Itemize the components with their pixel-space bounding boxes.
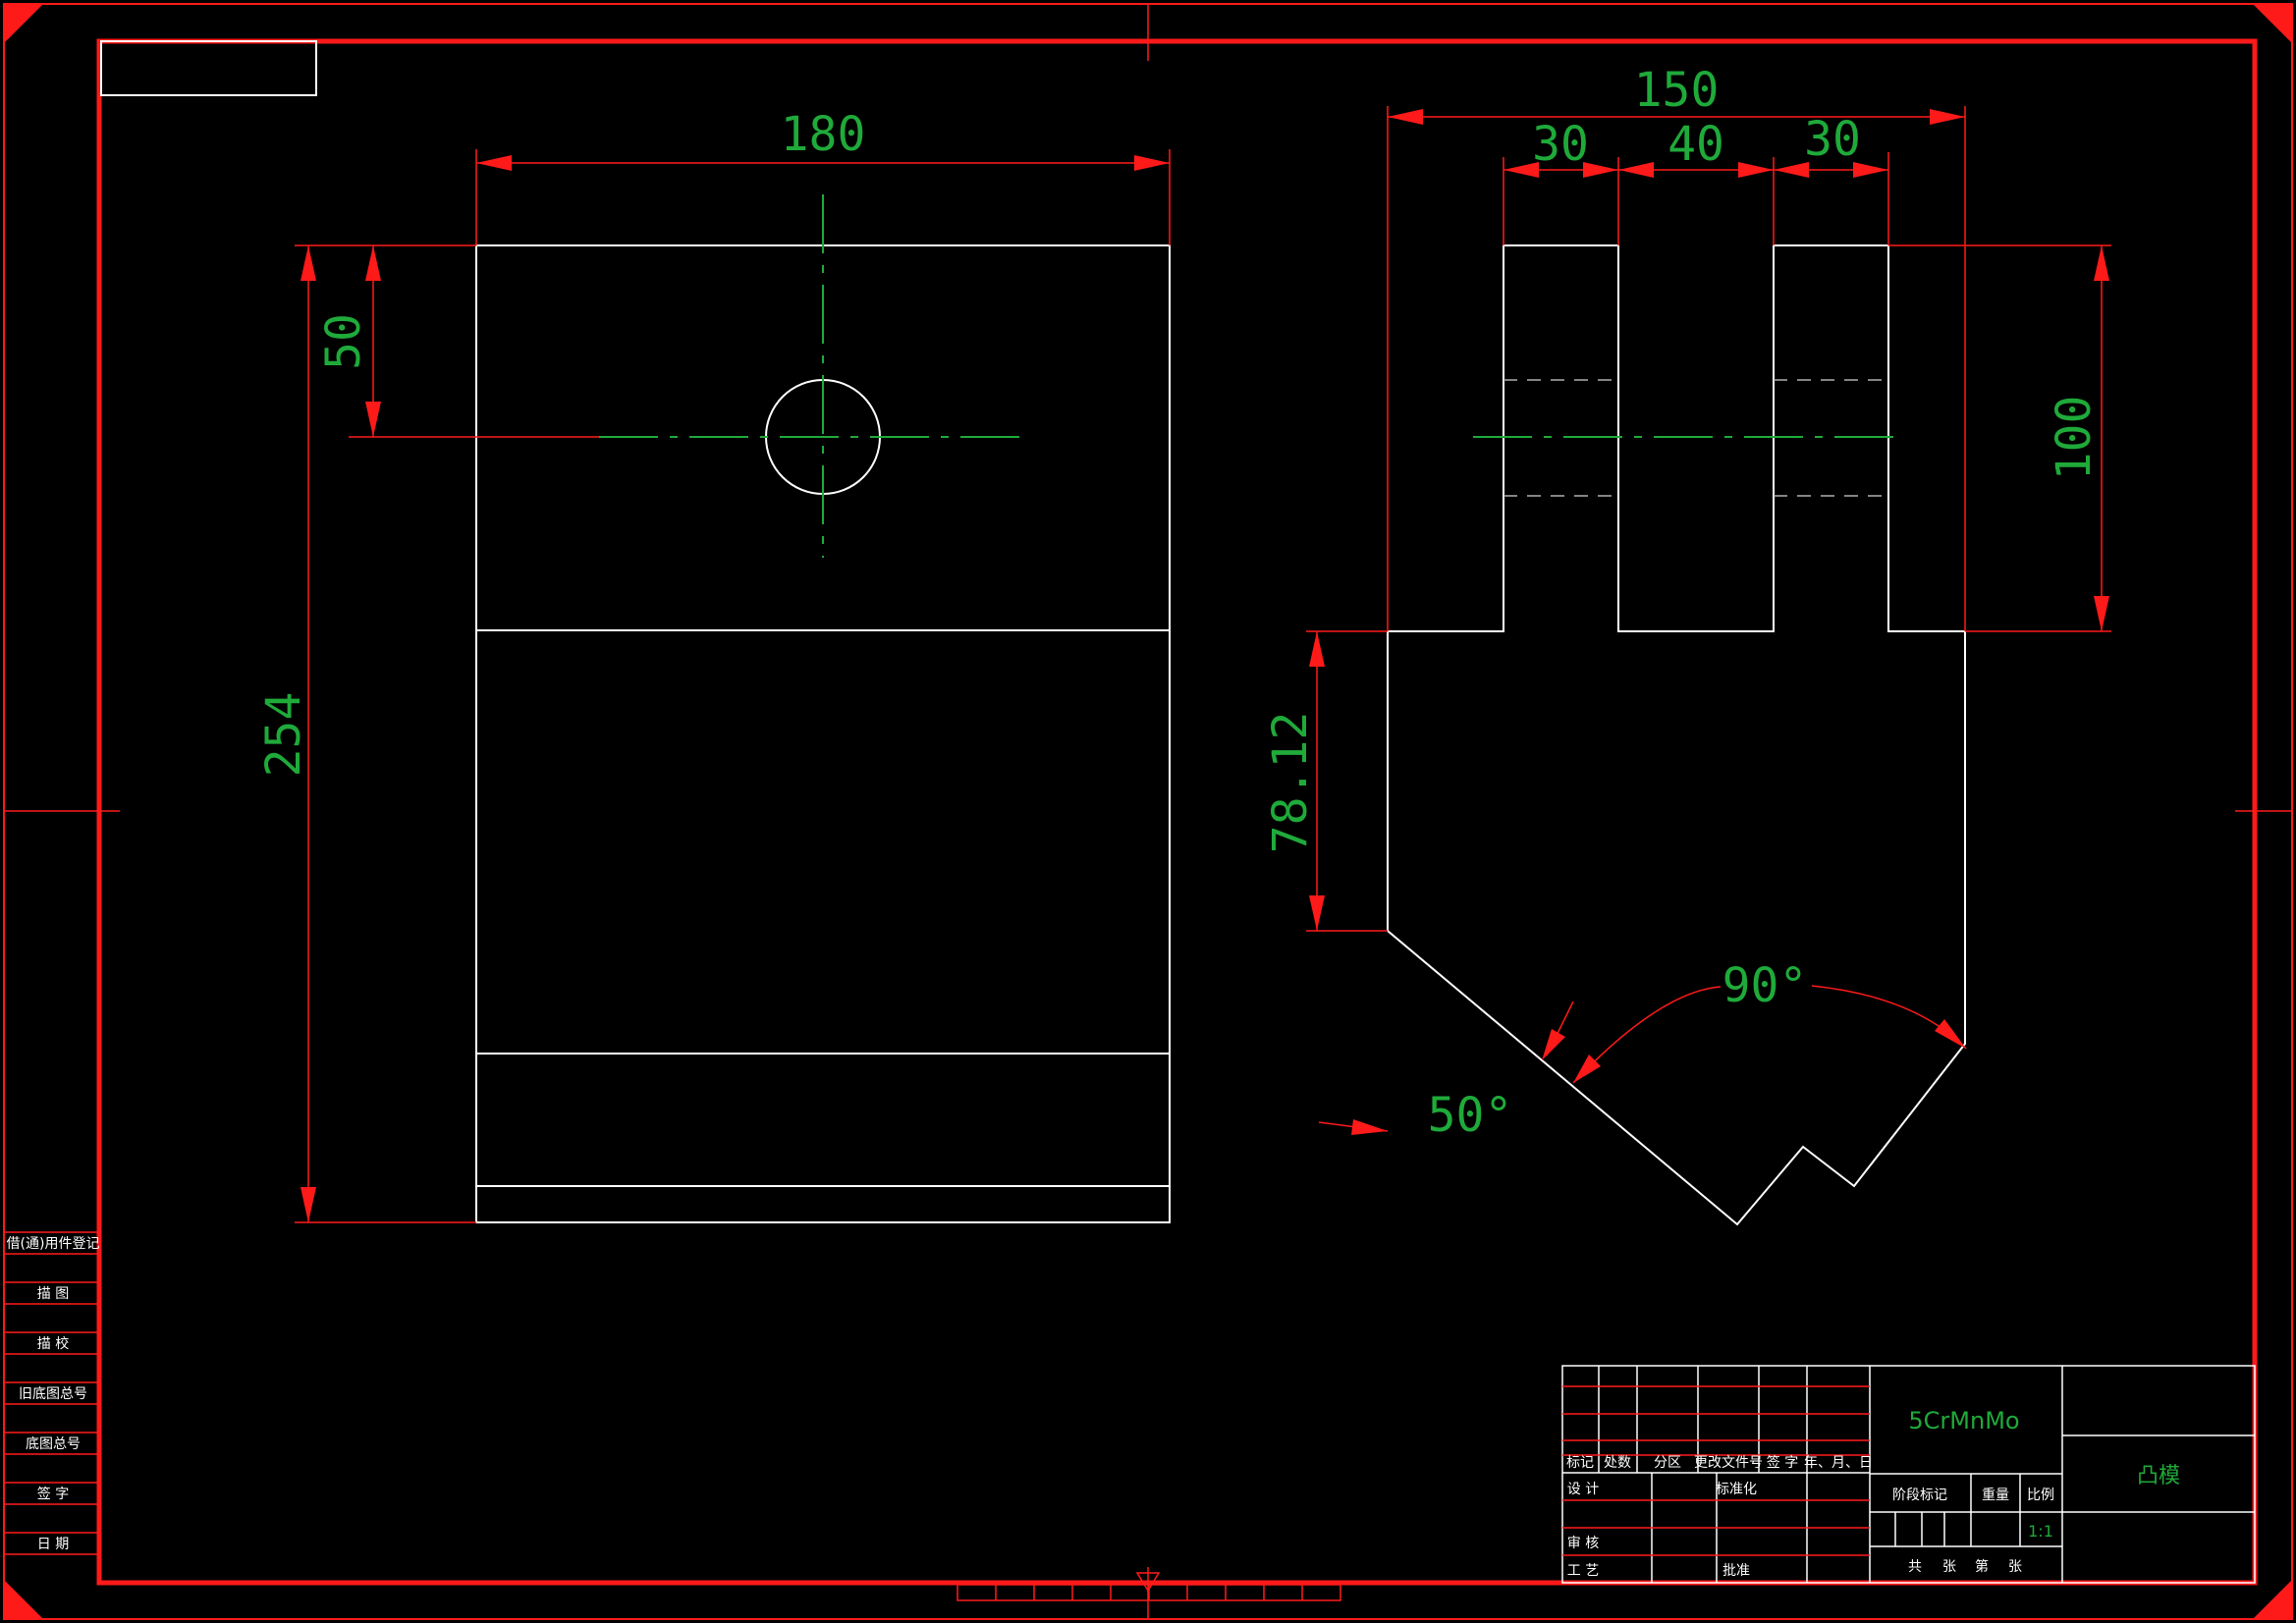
tb-sheets-total: 共	[1908, 1559, 1922, 1575]
tb-scale-label: 比例	[2027, 1488, 2054, 1503]
front-view-dimensions: 180 254 50	[256, 107, 1171, 1223]
dim-slot-left: 30	[1532, 117, 1589, 172]
dim-v-angle: 90°	[1722, 958, 1808, 1013]
side-register-table: 借(通)用件登记 描 图 描 校 旧底图总号 底图总号 签 字 日 期	[4, 1231, 100, 1555]
tb-col-change-doc: 更改文件号	[1694, 1455, 1763, 1471]
dim-body-height: 78.12	[1263, 712, 1318, 854]
tb-process: 工 艺	[1567, 1563, 1599, 1579]
tb-col-date: 年、月、日	[1804, 1455, 1873, 1471]
tb-review: 审 核	[1567, 1536, 1599, 1551]
dim-front-width: 180	[781, 107, 866, 162]
dim-side-width: 150	[1634, 63, 1720, 118]
tb-part-name: 凸模	[2137, 1464, 2180, 1488]
side-label-check: 描 校	[37, 1335, 69, 1352]
tb-col-signature: 签 字	[1767, 1454, 1798, 1471]
tb-sheets-index: 第	[1975, 1558, 1989, 1575]
side-label-trace: 描 图	[37, 1286, 69, 1302]
side-view	[1387, 244, 1966, 1226]
front-view	[475, 194, 1171, 1223]
side-label-old-number: 旧底图总号	[19, 1386, 87, 1402]
tb-design: 设 计	[1567, 1482, 1599, 1497]
dim-slot-right: 30	[1804, 112, 1861, 167]
dim-hole-offset: 50	[316, 313, 371, 370]
tb-sheets-unit-2: 张	[2008, 1559, 2022, 1575]
dim-slot-middle: 40	[1667, 117, 1724, 172]
tb-approve: 批准	[1722, 1563, 1750, 1579]
title-block: 标记 处数 分区 更改文件号 签 字 年、月、日 设 计 标准化 审 核 工 艺…	[1561, 1365, 2256, 1584]
tb-col-zone: 分区	[1654, 1455, 1681, 1471]
sheet-frame	[3, 3, 2293, 1620]
side-label-date: 日 期	[37, 1537, 69, 1552]
tb-weight: 重量	[1982, 1488, 2009, 1503]
tb-scale-value: 1:1	[2028, 1522, 2053, 1541]
dim-slot-depth: 100	[2047, 396, 2102, 481]
side-label-borrow: 借(通)用件登记	[7, 1236, 100, 1252]
tb-col-mark: 标记	[1566, 1455, 1594, 1471]
side-label-base-number: 底图总号	[26, 1436, 81, 1452]
side-label-signature: 签 字	[37, 1486, 69, 1502]
side-view-outline	[1387, 244, 1966, 1226]
tb-material: 5CrMnMo	[1908, 1407, 2019, 1434]
tb-sheets-unit-1: 张	[1942, 1559, 1956, 1575]
tb-standardize: 标准化	[1716, 1482, 1757, 1497]
dim-side-angle: 50°	[1428, 1088, 1513, 1143]
tb-stage-mark: 阶段标记	[1892, 1488, 1947, 1503]
side-view-dimensions: 150 30 40 30 100 78.12 90°	[1263, 63, 2111, 1143]
dim-front-height: 254	[256, 692, 311, 778]
tb-col-count: 处数	[1604, 1455, 1631, 1471]
